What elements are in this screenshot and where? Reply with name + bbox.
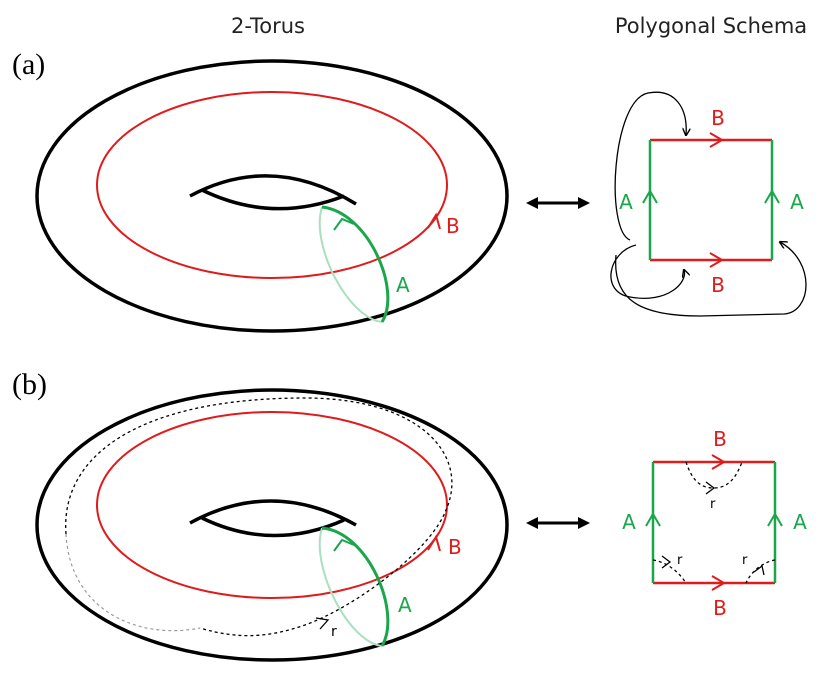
schema-b-r-label-bottom-left: r xyxy=(677,553,683,568)
torus-b-cycle-A-back xyxy=(318,527,383,647)
torus-a-cycle-B-arrow xyxy=(427,212,441,230)
torus-b-cycle-B xyxy=(96,411,448,599)
schema-a-left-arrow xyxy=(642,189,658,204)
schema-a-label-A-right: A xyxy=(790,190,804,214)
schema-b-r-arc-bottom-right xyxy=(745,559,776,584)
schema-b-r-label-top: r xyxy=(710,497,716,512)
torus-a-hole-lower xyxy=(189,174,357,206)
torus-a-outline xyxy=(35,59,509,333)
torus-b-cycle-r-arrow xyxy=(315,617,330,630)
schema-a-top-arrow xyxy=(709,132,724,148)
schema-a-label-B-bottom: B xyxy=(711,273,725,297)
panel-a-label: (a) xyxy=(12,48,45,81)
torus-b-outline xyxy=(35,388,509,662)
torus-a-label-B: B xyxy=(446,214,460,238)
schema-b-r-arc-bottom-left-arrow xyxy=(661,555,672,569)
torus-b-cycle-A-arrow xyxy=(333,538,355,552)
header-left: 2-Torus xyxy=(231,14,305,38)
schema-b-r-label-bottom-right: r xyxy=(742,553,748,568)
torus-b-cycle-A-front xyxy=(321,526,390,647)
torus-a-cycle-A-arrow xyxy=(333,217,355,231)
torus-a-cycle-A-front xyxy=(321,205,390,323)
schema-b-bottom-arrow xyxy=(711,575,726,591)
schema-b-left-arrow xyxy=(645,512,661,527)
torus-b-label-r: r xyxy=(331,624,337,640)
torus-a-cycle-B xyxy=(96,91,448,279)
schema-a-right-arrow xyxy=(764,189,780,204)
torus-b-cycle-r-front xyxy=(65,397,453,637)
schema-b-label-A-right: A xyxy=(793,510,807,534)
schema-a-bottom-arrow xyxy=(709,252,724,268)
torus-a-cycle-A-back xyxy=(318,206,383,323)
header-right: Polygonal Schema xyxy=(615,14,807,38)
torus-b-label-A: A xyxy=(398,593,412,617)
schema-b-r-arc-bottom-right-arrow xyxy=(753,564,765,576)
schema-b-label-B-top: B xyxy=(713,427,727,451)
schema-b-label-B-bottom: B xyxy=(713,596,727,620)
schema-a-label-B-top: B xyxy=(711,106,725,130)
double-arrow-a-right-head xyxy=(578,197,590,209)
schema-a-glue-bottom xyxy=(610,244,685,299)
schema-b-label-A-left: A xyxy=(622,510,636,534)
torus-b-hole-upper xyxy=(201,516,345,538)
torus-b-label-B: B xyxy=(448,535,462,559)
panel-b-label: (b) xyxy=(12,368,47,401)
torus-b-cycle-r-back xyxy=(65,533,201,632)
schema-a-glue-left-top xyxy=(614,91,686,241)
schema-b-r-arc-bottom-left xyxy=(652,559,687,584)
torus-b-cycle-B-arrow xyxy=(427,534,441,552)
schema-a-label-A-left: A xyxy=(619,190,633,214)
schema-a-glue-right xyxy=(615,242,807,317)
schema-b-r-arc-top-arrow xyxy=(705,481,716,495)
double-arrow-b-right-head xyxy=(578,517,590,529)
double-arrow-a-left-head xyxy=(526,197,538,209)
torus-a-label-A: A xyxy=(396,273,410,297)
schema-b-top-arrow xyxy=(711,454,726,470)
schema-b-right-arrow xyxy=(767,512,783,527)
schema-b-r-arc-top xyxy=(685,461,743,489)
torus-b-hole-lower xyxy=(189,499,357,527)
double-arrow-b-left-head xyxy=(526,517,538,529)
torus-a-hole-upper xyxy=(201,188,345,211)
